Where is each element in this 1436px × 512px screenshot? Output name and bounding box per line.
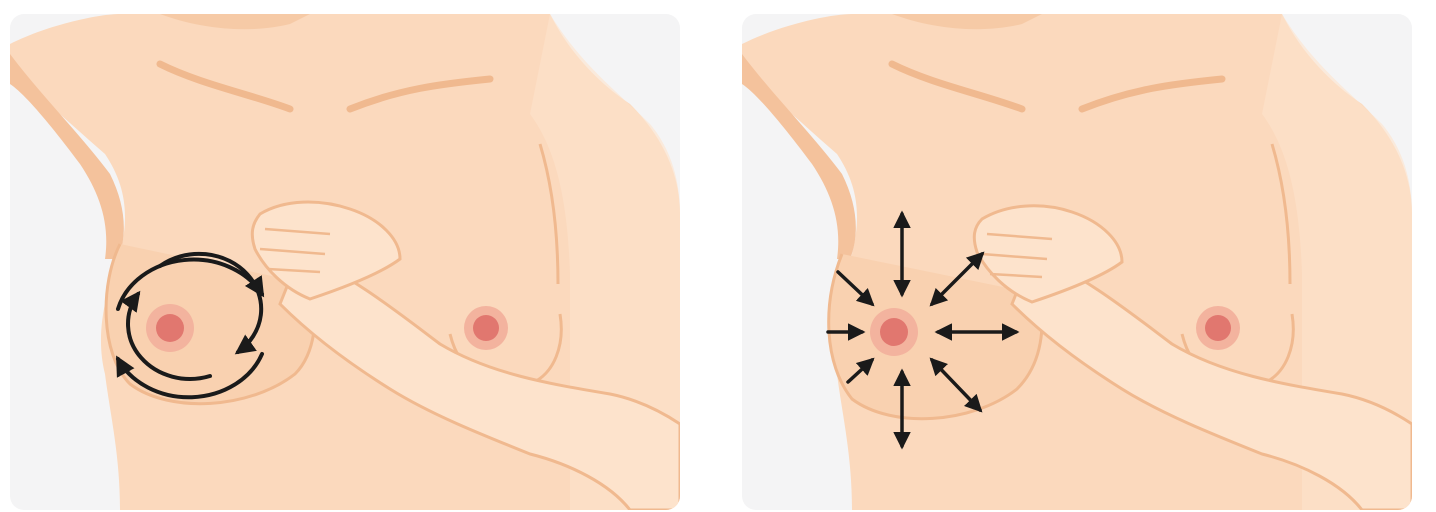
nipple-left-inner (156, 314, 184, 342)
nipple-right-inner (1205, 315, 1231, 341)
nipple-left-inner (880, 318, 908, 346)
torso-illustration-circular (10, 14, 680, 510)
nipple-right-inner (473, 315, 499, 341)
panel-radial-technique (742, 14, 1412, 510)
torso-illustration-radial (742, 14, 1412, 510)
panel-circular-technique (10, 14, 680, 510)
